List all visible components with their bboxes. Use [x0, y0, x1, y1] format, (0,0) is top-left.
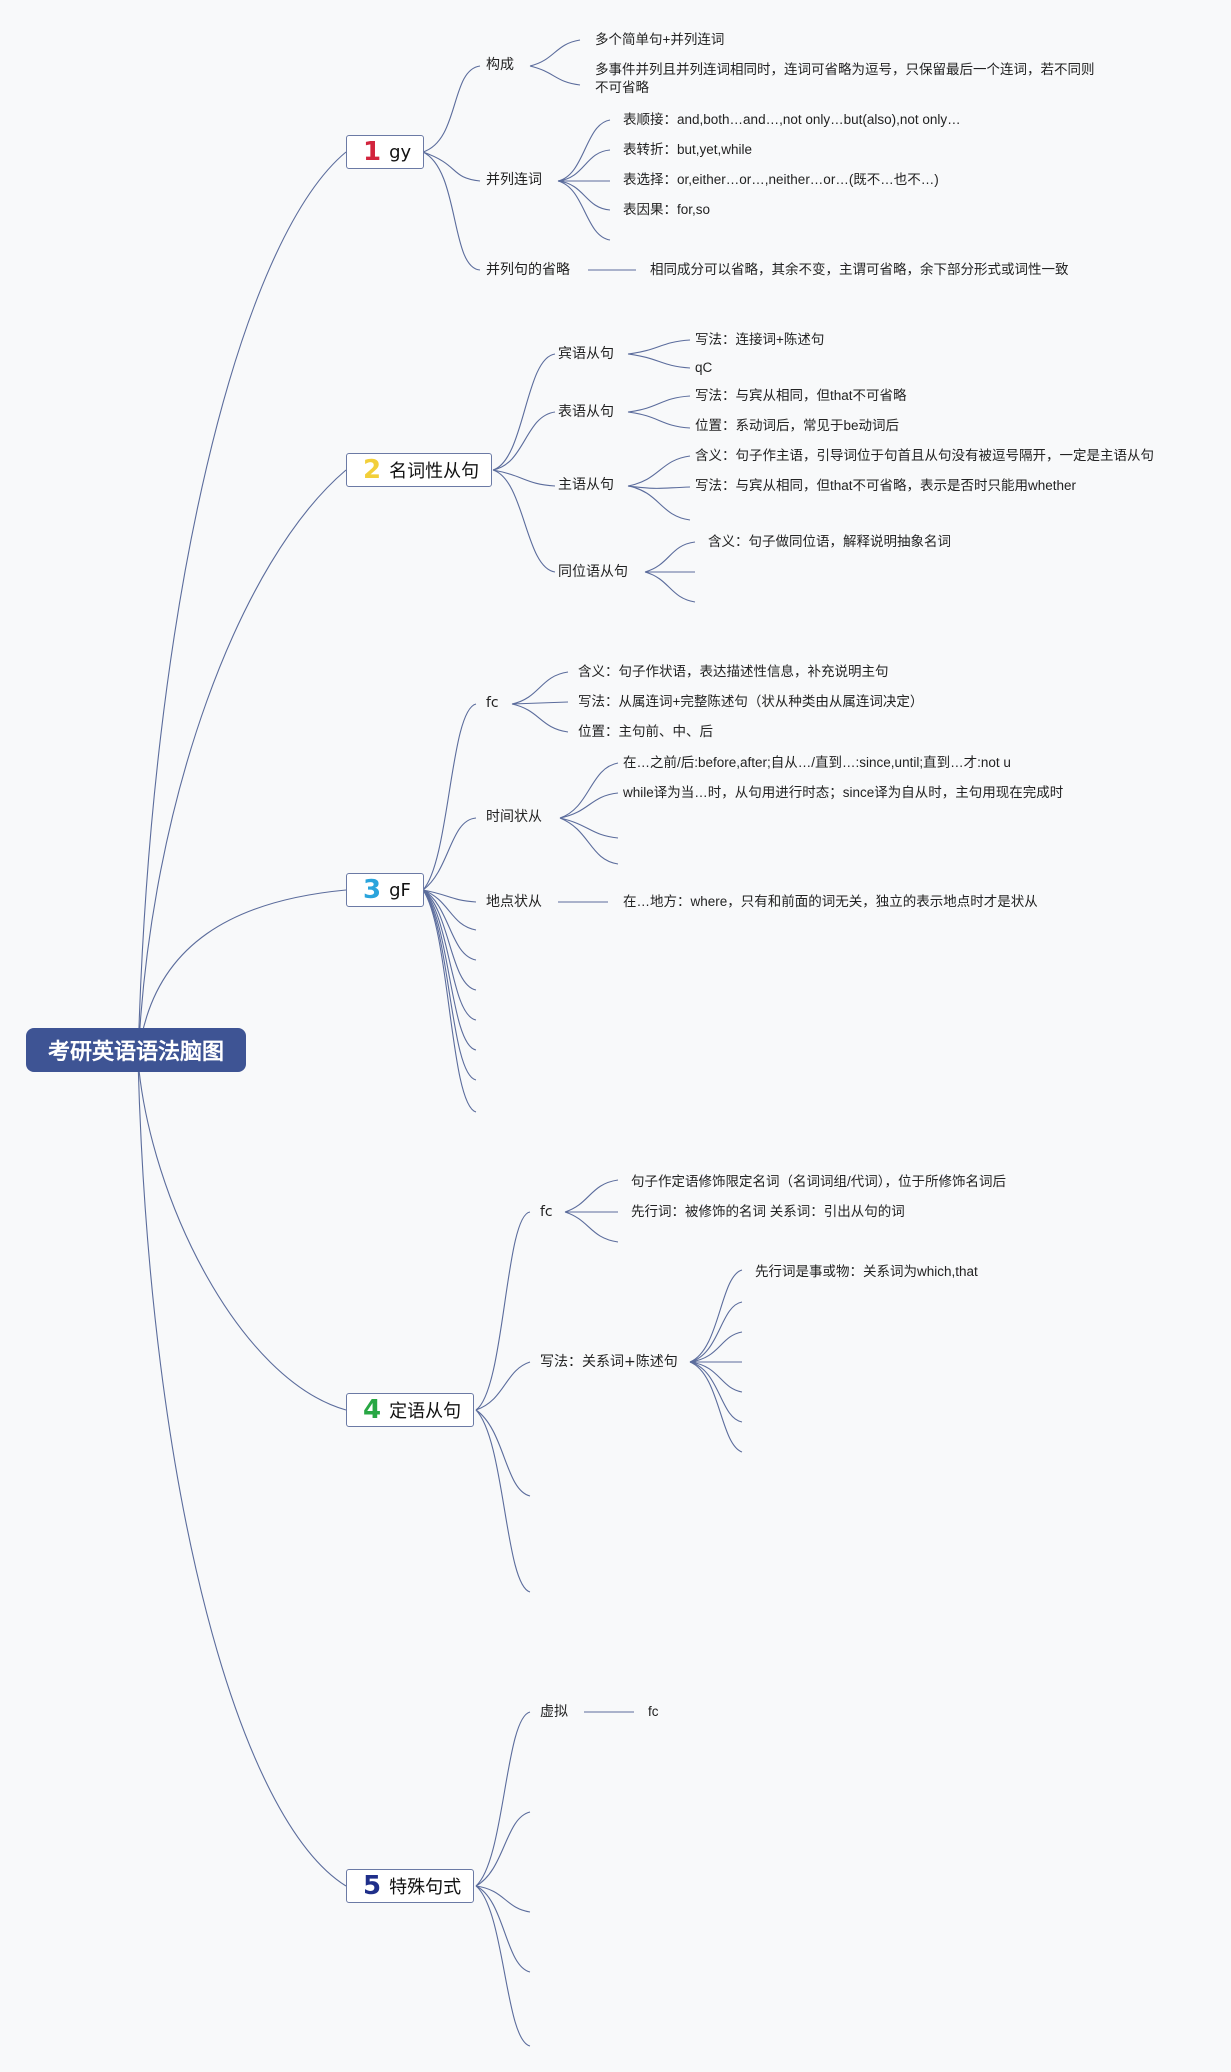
node-xiefa[interactable]: 写法：关系词+陈述句	[540, 1354, 678, 1370]
branch-1-number: 1	[363, 137, 382, 167]
node-lianci[interactable]: 并列连词	[486, 172, 542, 188]
branch-2-node[interactable]: 2 名词性从句	[346, 453, 493, 487]
node-shenglue[interactable]: 并列句的省略	[486, 262, 570, 278]
branch-5-label: 特殊句式	[389, 1877, 462, 1898]
leaf-b4-fc-2[interactable]: 先行词：被修饰的名词 关系词：引出从句的词	[631, 1204, 905, 1219]
branch-3-number: 3	[363, 875, 382, 905]
leaf-lianci-2[interactable]: 表转折：but,yet,while	[623, 142, 753, 157]
branch-4-number: 4	[363, 1395, 382, 1425]
branch-5-node[interactable]: 5 特殊句式	[346, 1869, 475, 1903]
node-b4-fc[interactable]: fc	[540, 1204, 553, 1220]
leaf-didian[interactable]: 在…地方：where，只有和前面的词无关，独立的表示地点时才是状从	[623, 894, 1038, 909]
leaf-biaoyu-1[interactable]: 写法：与宾从相同，但that不可省略	[695, 388, 907, 403]
leaf-lianci-4[interactable]: 表因果：for,so	[623, 202, 711, 217]
leaf-b3-fc-3[interactable]: 位置：主句前、中、后	[578, 724, 713, 739]
node-xuni[interactable]: 虚拟	[540, 1704, 568, 1720]
node-biaoyu[interactable]: 表语从句	[558, 404, 614, 420]
root-node[interactable]: 考研英语语法脑图	[26, 1028, 246, 1072]
leaf-goucheng-1[interactable]: 多个简单句+并列连词	[595, 32, 725, 47]
node-b3-fc[interactable]: fc	[486, 695, 499, 711]
branch-1-node[interactable]: 1 gy	[346, 135, 425, 169]
leaf-biaoyu-2[interactable]: 位置：系动词后，常见于be动词后	[695, 418, 900, 433]
node-tongwei[interactable]: 同位语从句	[558, 564, 628, 580]
branch-4-label: 定语从句	[389, 1401, 462, 1422]
branch-2-label: 名词性从句	[389, 461, 480, 482]
branch-4-node[interactable]: 4 定语从句	[346, 1393, 475, 1427]
leaf-xuni[interactable]: fc	[648, 1704, 659, 1719]
leaf-tongwei-1[interactable]: 含义：句子做同位语，解释说明抽象名词	[708, 534, 951, 549]
branch-3-node[interactable]: 3 gF	[346, 873, 424, 907]
leaf-shijian-2[interactable]: while译为当…时，从句用进行时态；since译为自从时，主句用现在完成时	[623, 785, 1064, 800]
leaf-shijian-1[interactable]: 在…之前/后:before,after;自从…/直到…:since,until;…	[623, 755, 1011, 770]
leaf-binyu-2[interactable]: qC	[695, 360, 713, 375]
node-binyu[interactable]: 宾语从句	[558, 346, 614, 362]
leaf-zhuyu-2[interactable]: 写法：与宾从相同，但that不可省略，表示是否时只能用whether	[695, 478, 1077, 493]
leaf-goucheng-2[interactable]: 多事件并列且并列连词相同时，连词可省略为逗号，只保留最后一个连词，若不同则不可省…	[595, 62, 1095, 95]
leaf-lianci-1[interactable]: 表顺接：and,both…and…,not only…but(also),not…	[623, 112, 961, 127]
leaf-binyu-1[interactable]: 写法：连接词+陈述句	[695, 332, 825, 347]
leaf-shenglue[interactable]: 相同成分可以省略，其余不变，主谓可省略，余下部分形式或词性一致	[650, 262, 1069, 277]
node-zhuyu[interactable]: 主语从句	[558, 477, 614, 493]
node-goucheng[interactable]: 构成	[486, 57, 514, 73]
leaf-zhuyu-1[interactable]: 含义：句子作主语，引导词位于句首且从句没有被逗号隔开，一定是主语从句	[695, 448, 1154, 463]
node-shijian[interactable]: 时间状从	[486, 809, 542, 825]
node-didian[interactable]: 地点状从	[486, 894, 542, 910]
leaf-lianci-3[interactable]: 表选择：or,either…or…,neither…or…(既不…也不…)	[623, 172, 939, 187]
branch-1-label: gy	[389, 141, 412, 163]
branch-5-number: 5	[363, 1871, 382, 1901]
leaf-b4-fc-1[interactable]: 句子作定语修饰限定名词（名词词组/代词），位于所修饰名词后	[631, 1174, 1006, 1189]
branch-2-number: 2	[363, 455, 382, 485]
leaf-b3-fc-1[interactable]: 含义：句子作状语，表达描述性信息，补充说明主句	[578, 664, 889, 679]
leaf-xiefa-1[interactable]: 先行词是事或物：关系词为which,that	[755, 1264, 978, 1279]
leaf-b3-fc-2[interactable]: 写法：从属连词+完整陈述句（状从种类由从属连词决定）	[578, 694, 924, 709]
branch-3-label: gF	[389, 879, 411, 901]
